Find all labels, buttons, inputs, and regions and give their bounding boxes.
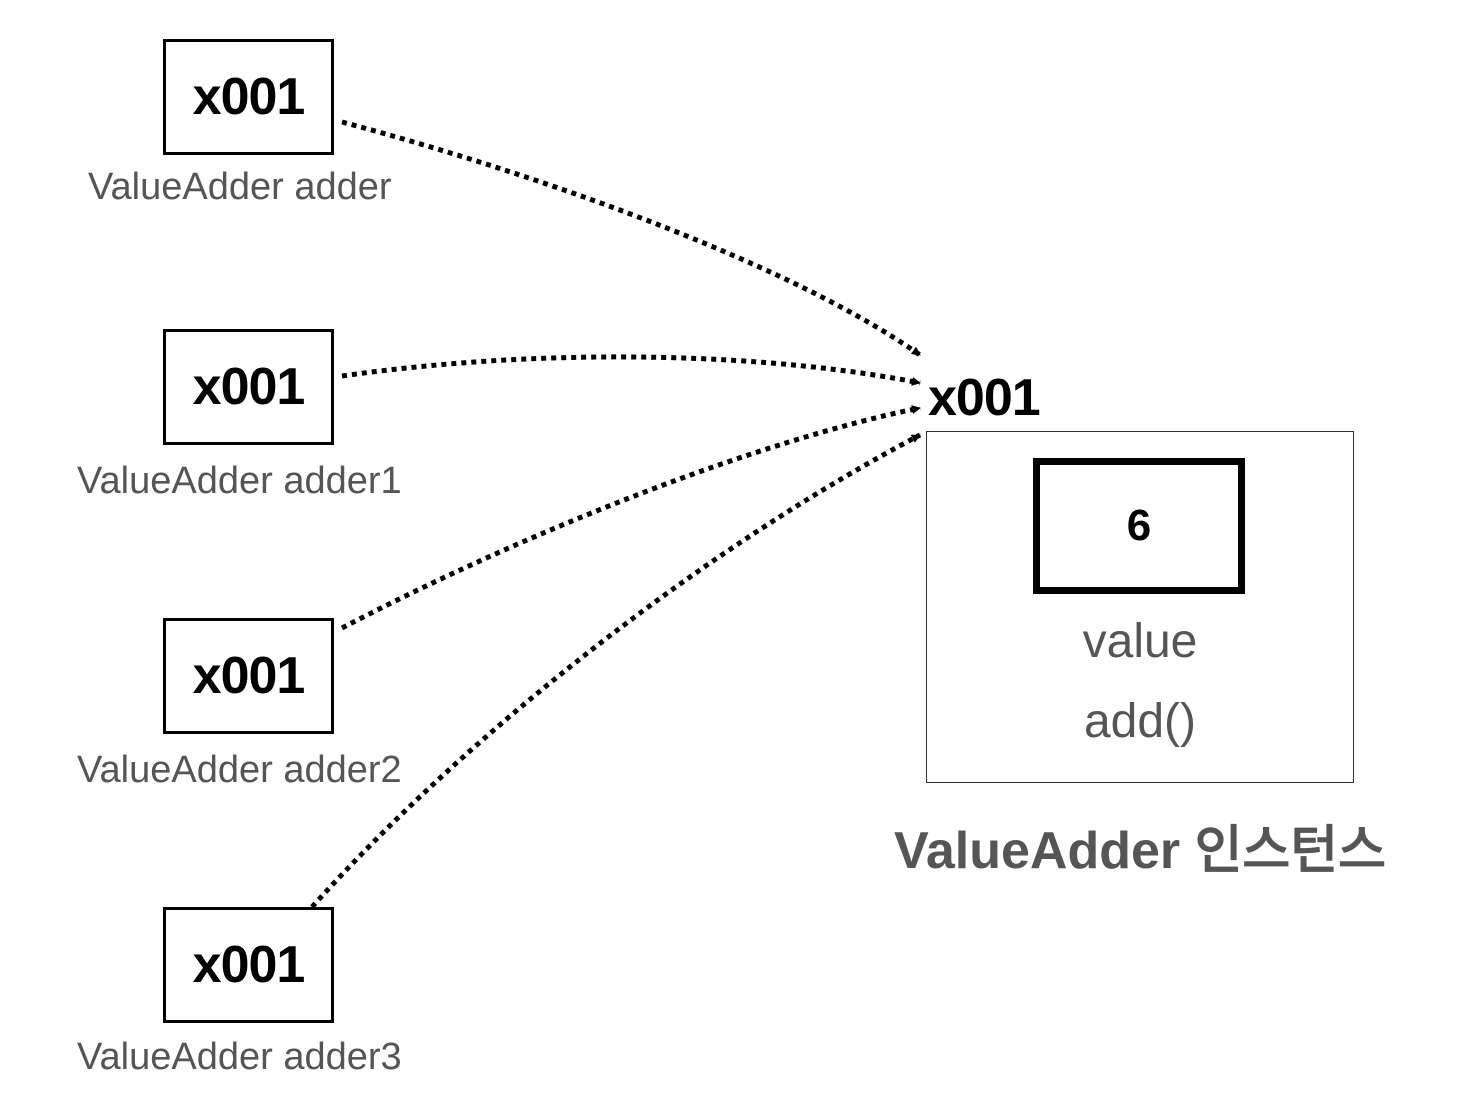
arrow-adder3 bbox=[310, 432, 922, 909]
variable-label-adder2: ValueAdder adder2 bbox=[77, 749, 402, 791]
variable-label-adder1: ValueAdder adder1 bbox=[77, 460, 402, 502]
arrow-adder bbox=[341, 119, 922, 358]
instance-box: 6 value add() bbox=[926, 431, 1354, 783]
instance-address: x001 bbox=[928, 369, 1041, 427]
arrow-adder1 bbox=[341, 354, 921, 386]
variable-label-adder3: ValueAdder adder3 bbox=[77, 1036, 402, 1078]
reference-address: x001 bbox=[192, 358, 306, 416]
reference-box-adder2: x001 bbox=[163, 618, 334, 734]
reference-box-adder1: x001 bbox=[163, 329, 334, 445]
field-value: 6 bbox=[1126, 501, 1152, 550]
field-value-box: 6 bbox=[1033, 458, 1245, 594]
reference-address: x001 bbox=[192, 647, 306, 705]
reference-box-adder: x001 bbox=[163, 39, 334, 155]
reference-box-adder3: x001 bbox=[163, 907, 334, 1023]
variable-label-adder: ValueAdder adder bbox=[88, 166, 392, 208]
field-name-label: value bbox=[1082, 615, 1198, 668]
arrow-adder2 bbox=[340, 405, 921, 631]
reference-address: x001 bbox=[192, 68, 306, 126]
instance-caption: ValueAdder 인스턴스 bbox=[894, 822, 1386, 880]
reference-address: x001 bbox=[192, 936, 306, 994]
method-name-label: add() bbox=[1083, 695, 1197, 748]
